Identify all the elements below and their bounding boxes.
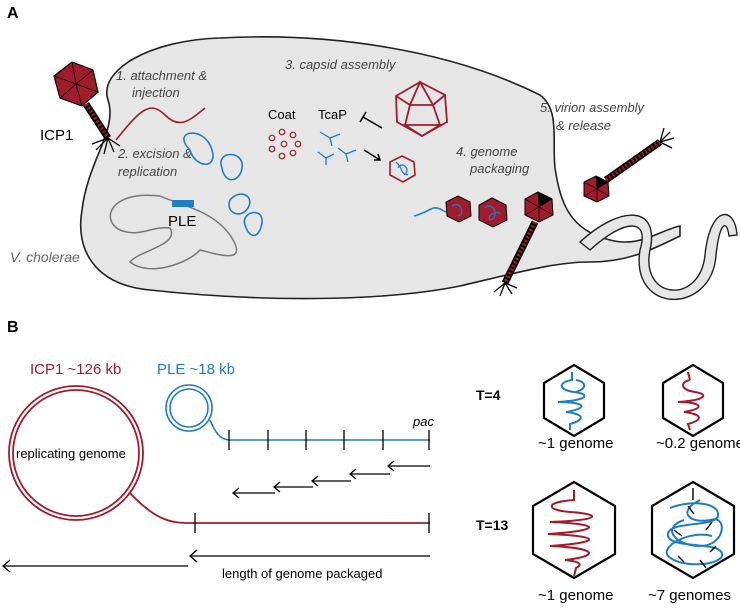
step-4-line-1: 4. genome [456,144,517,159]
t4-icp1-caption: ~0.2 genome [656,435,740,452]
length-label: length of genome packaged [222,566,382,581]
ple-cut-marks [228,430,430,450]
ple-replicating-circle [165,384,430,441]
bacterial-chromosome [109,194,238,270]
t4-label: T=4 [476,387,501,403]
ple-integrated [172,200,194,207]
ple-size-label: PLE ~18 kb [157,361,235,378]
icp1-label: ICP1 [40,127,73,144]
ple-label: PLE [168,213,196,230]
t4-ple-capsid [542,363,606,438]
excised-ple-circles [183,132,263,237]
step-4-line-2: packaging [469,161,530,176]
cell-label: V. cholerae [10,249,80,265]
pac-label: pac [412,414,434,429]
small-capsid [389,155,416,183]
inhibition-mark [359,111,383,129]
flagellum [578,213,738,300]
coat-proteins [268,128,302,160]
released-virion [583,127,675,203]
packaging-virion [493,191,554,297]
tcap-proteins [317,131,357,165]
packaging-capsid-1 [445,195,472,223]
step-5-line-1: 5. virion assembly [540,100,646,115]
icp1-replicating-circle [8,385,144,521]
panel-b-label: B [7,319,19,336]
t4-ple-caption: ~1 genome [538,435,613,452]
t13-ple-caption: ~7 genomes [648,587,731,604]
step-1-line-2: injection [132,85,180,100]
step-1-line-1: 1. attachment & [116,68,207,83]
ple-packaging-arrows [231,460,430,499]
step-3: 3. capsid assembly [285,57,397,72]
injected-genome [115,107,206,141]
large-capsid [395,79,448,138]
t13-icp1-caption: ~1 genome [538,587,613,604]
icp1-size-label: ICP1 ~126 kb [30,361,121,378]
icp1-linear-concatemer [128,491,430,524]
step-2-line-1: 2. excision & [117,146,192,161]
icp1-length-arrows [2,549,430,573]
packaging-capsid-2 [478,197,508,228]
replicating-genome-label: replicating genome [16,446,126,461]
coat-label: Coat [268,107,296,122]
t13-label: T=13 [476,517,509,533]
t4-icp1-capsid [661,363,725,438]
step-2-line-2: replication [118,164,177,179]
t13-icp1-capsid [531,480,617,580]
step-5-line-2: & release [556,118,611,133]
panel-a-label: A [7,5,19,22]
assembly-arrow [363,149,382,161]
icp1-phage-attached [53,61,121,155]
tcap-label: TcaP [318,107,347,122]
t13-ple-capsid [650,480,736,580]
